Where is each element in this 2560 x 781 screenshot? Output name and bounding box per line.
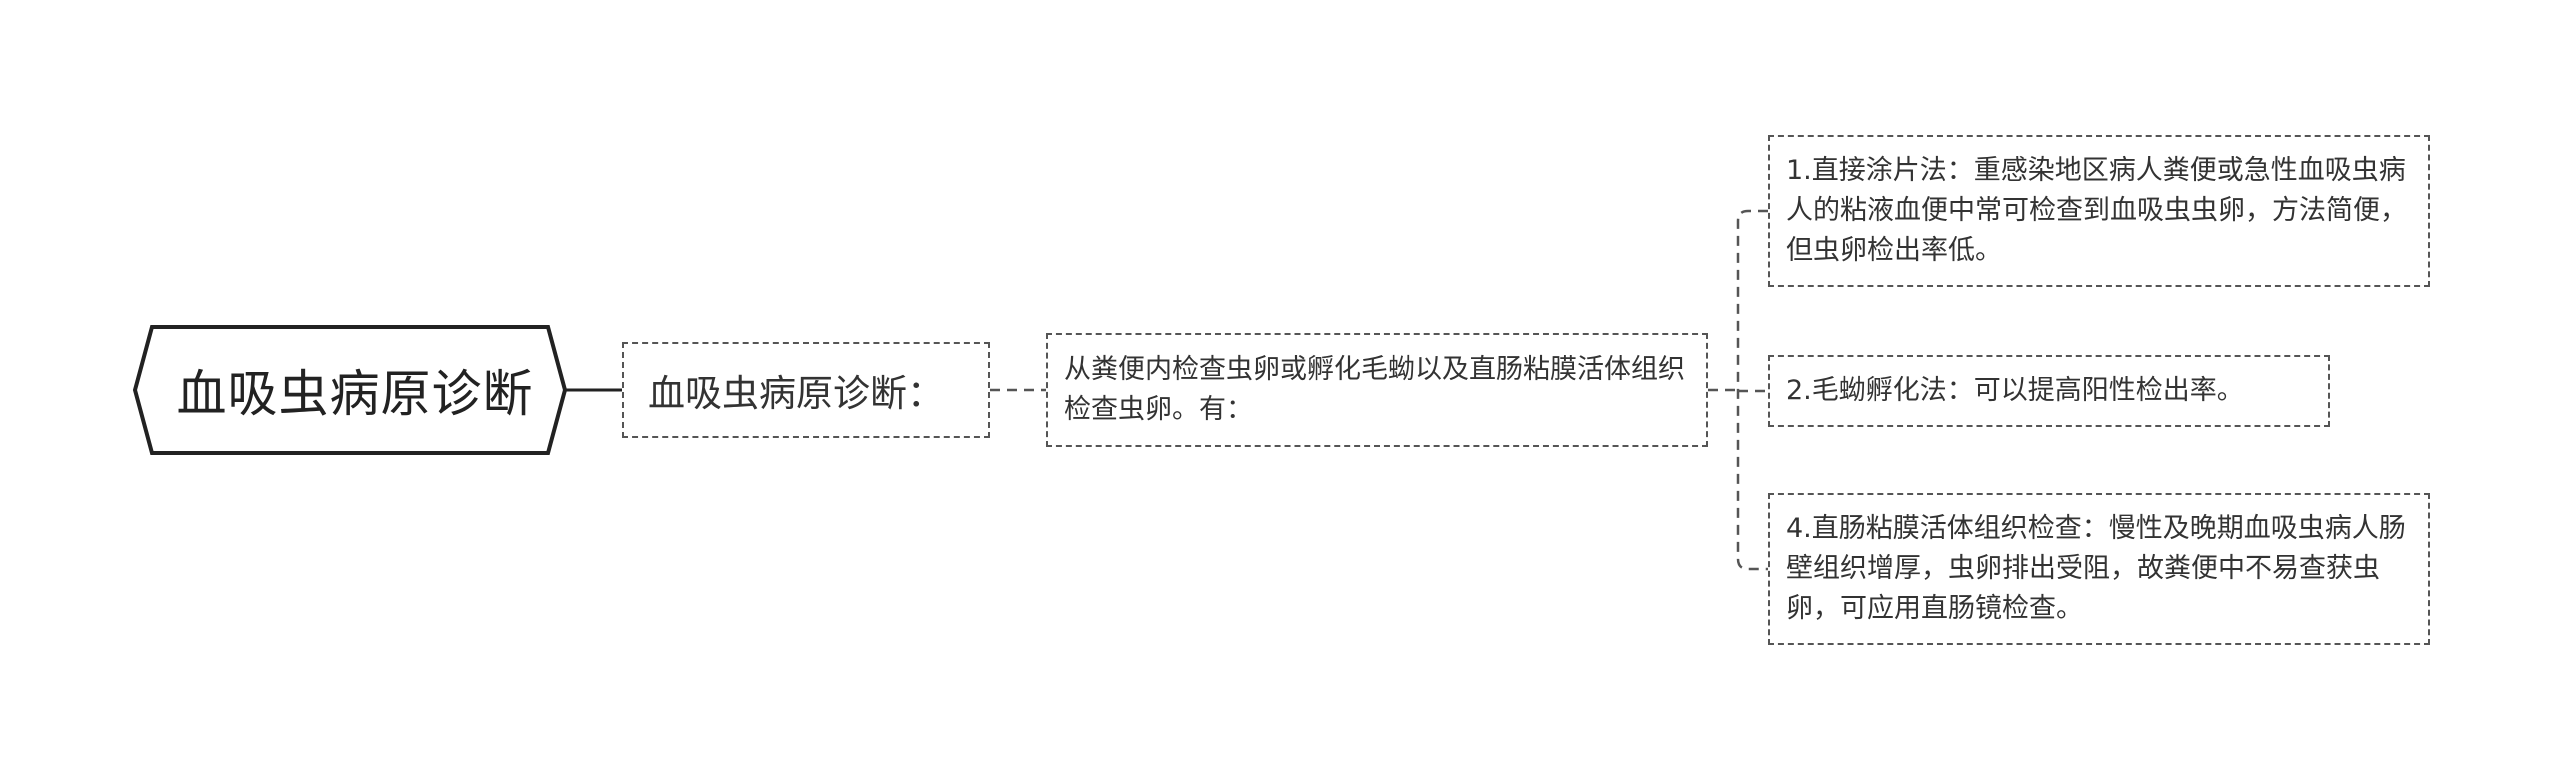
level2-topic-label: 从粪便内检查虫卵或孵化毛蚴以及直肠粘膜活体组织检查虫卵。有： [1064, 354, 1685, 425]
root-topic-node[interactable]: 血吸虫病原诊断 [130, 325, 580, 455]
level2-topic-node[interactable]: 从粪便内检查虫卵或孵化毛蚴以及直肠粘膜活体组织检查虫卵。有： [1046, 333, 1708, 447]
method-label: 1.直接涂片法：重感染地区病人粪便或急性血吸虫病人的粘液血便中常可检查到血吸虫虫… [1786, 155, 2407, 266]
root-topic-label: 血吸虫病原诊断 [176, 365, 534, 423]
method-label: 2.毛蚴孵化法：可以提高阳性检出率。 [1786, 375, 2244, 406]
method-label: 4.直肠粘膜活体组织检查：慢性及晚期血吸虫病人肠壁组织增厚，虫卵排出受阻，故粪便… [1786, 513, 2406, 624]
method-node-direct-smear[interactable]: 1.直接涂片法：重感染地区病人粪便或急性血吸虫病人的粘液血便中常可检查到血吸虫虫… [1768, 135, 2430, 287]
method-node-rectal-biopsy[interactable]: 4.直肠粘膜活体组织检查：慢性及晚期血吸虫病人肠壁组织增厚，虫卵排出受阻，故粪便… [1768, 493, 2430, 645]
method-node-miracidium-hatching[interactable]: 2.毛蚴孵化法：可以提高阳性检出率。 [1768, 355, 2330, 427]
level1-topic-label: 血吸虫病原诊断： [648, 372, 944, 415]
level1-topic-node[interactable]: 血吸虫病原诊断： [622, 342, 990, 438]
root-hexagon-shape [132, 325, 568, 455]
